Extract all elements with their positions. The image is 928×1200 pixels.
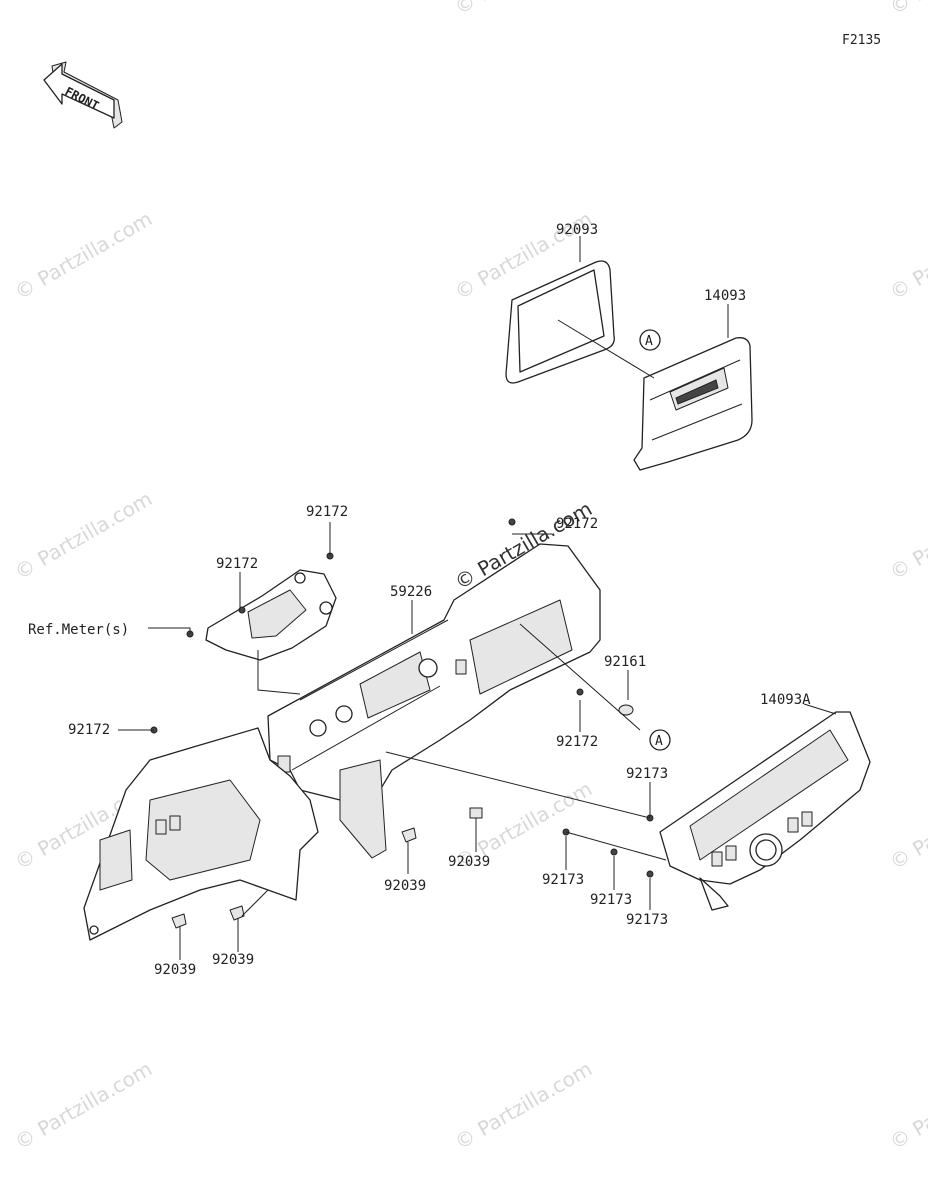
meter-bracket [205, 569, 337, 661]
ref-meter-note: Ref.Meter(s) [28, 622, 129, 638]
part-label-92172: 92172 [216, 556, 258, 572]
part-label-92039: 92039 [154, 962, 196, 978]
watermark: © Partzilla.com [11, 1056, 157, 1154]
dash-panel-59226 [267, 543, 601, 801]
lower-dash-shell [83, 727, 387, 941]
part-label-92173: 92173 [542, 872, 584, 888]
part-label-92172: 92172 [556, 734, 598, 750]
callout-letter: A [645, 334, 653, 349]
cover-14093 [633, 337, 753, 471]
switch-panel-14093A [659, 711, 871, 911]
grommet-92161 [618, 704, 634, 716]
callout-a-bottom: A [649, 729, 671, 751]
part-label-59226: 59226 [390, 584, 432, 600]
part-label-92161: 92161 [604, 654, 646, 670]
watermark: © Partzilla.com [886, 1056, 928, 1154]
fasteners [150, 518, 654, 929]
watermark: © Partzilla.com [451, 1056, 597, 1154]
figure-code: F2135 [842, 33, 881, 48]
watermark: © Partzilla.com [886, 486, 928, 584]
watermark: © Partzilla.com [886, 206, 928, 304]
callout-letter: A [655, 734, 663, 749]
part-label-92173: 92173 [590, 892, 632, 908]
watermark: © Partzilla.com [886, 776, 928, 874]
callout-a-top: A [639, 329, 661, 351]
front-arrow-icon: FRONT [43, 61, 123, 129]
part-label-92039: 92039 [384, 878, 426, 894]
part-label-92039: 92039 [212, 952, 254, 968]
watermark: © Partzilla.com [11, 206, 157, 304]
part-labels: 92093 14093 92172 92172 92172 92172 9217… [28, 222, 811, 978]
part-label-14093A: 14093A [760, 692, 811, 708]
part-label-14093: 14093 [704, 288, 746, 304]
leader-lines [118, 236, 837, 960]
seal-92093 [505, 260, 615, 384]
part-label-92093: 92093 [556, 222, 598, 238]
part-label-92172: 92172 [556, 516, 598, 532]
watermark: © Partzilla.com [886, 0, 928, 19]
part-label-92173: 92173 [626, 912, 668, 928]
part-label-92039: 92039 [448, 854, 490, 870]
watermark-layer: © Partzilla.com © Partzilla.com © Partzi… [11, 0, 928, 1154]
part-label-92172: 92172 [306, 504, 348, 520]
watermark: © Partzilla.com [451, 0, 597, 19]
watermark: © Partzilla.com [11, 486, 157, 584]
part-label-92173: 92173 [626, 766, 668, 782]
part-label-92172: 92172 [68, 722, 110, 738]
